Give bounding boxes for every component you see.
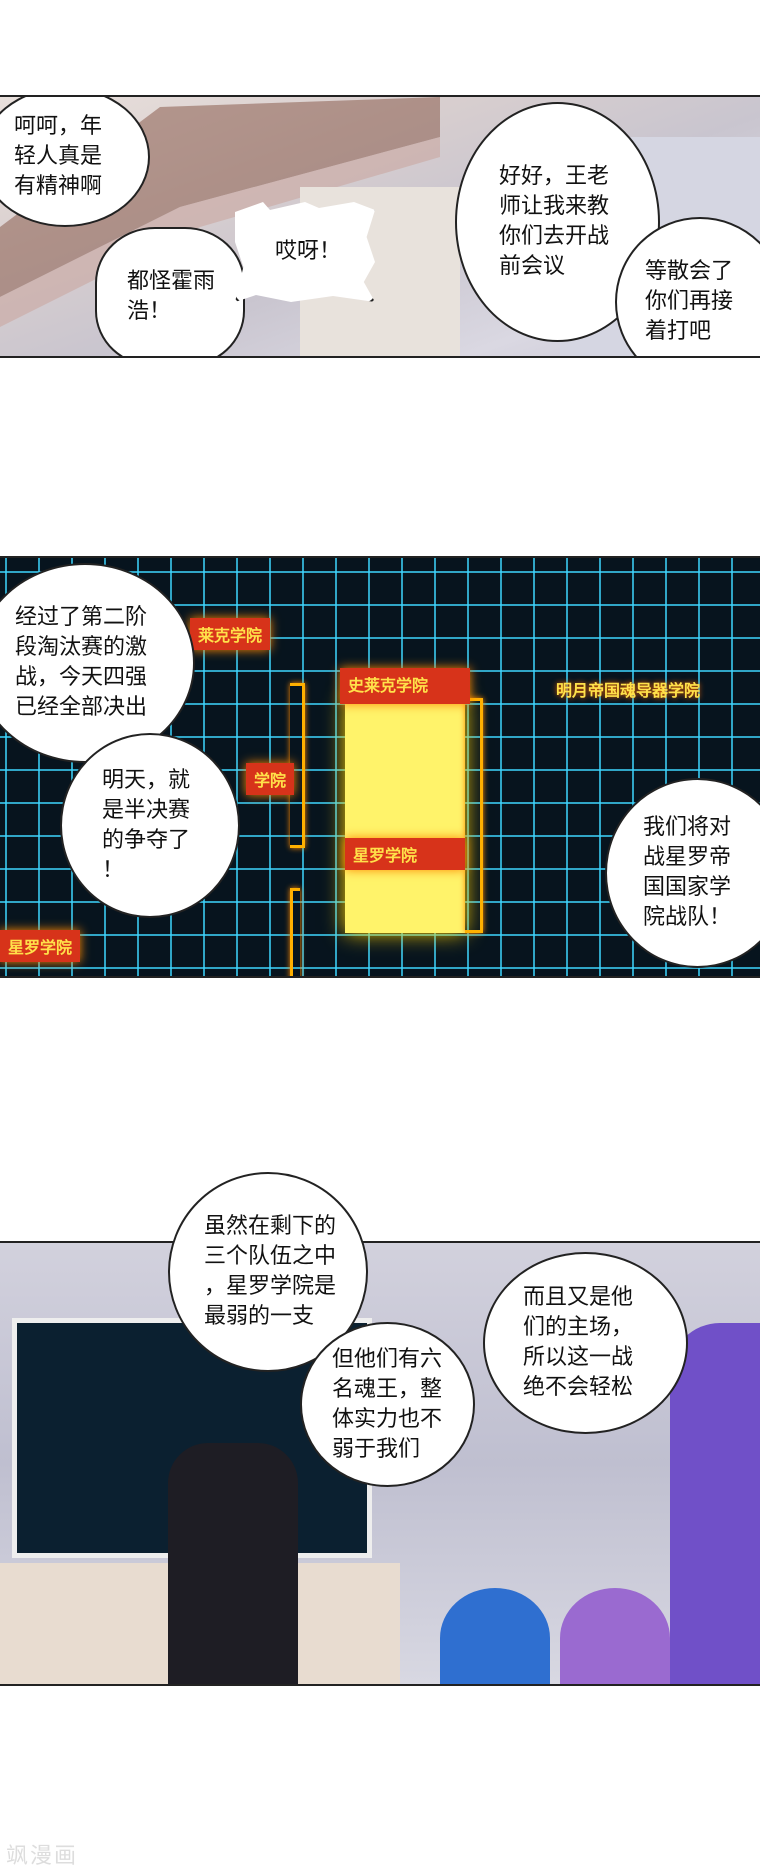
speech-bubble: 而且又是他 们的主场， 所以这一战 绝不会轻松 — [483, 1252, 688, 1434]
bubble-line: 们的主场， — [523, 1315, 634, 1340]
bubble-line: 虽然在剩下的 — [204, 1214, 337, 1239]
bubble-line: 体实力也不 — [332, 1406, 443, 1432]
bracket-line — [465, 698, 483, 933]
speech-bubble: 呵呵，年 轻人真是 有精神啊 — [0, 97, 150, 227]
bubble-line: 是半决赛 — [102, 797, 191, 823]
bubble-line: 明天，就 — [102, 767, 191, 793]
purple-hair-student — [560, 1588, 670, 1684]
bubble-line: 轻人真是 — [14, 144, 103, 169]
bubble-line: 所以这一战 — [523, 1345, 634, 1370]
speech-bubble: 等散会了 你们再接 着打吧 — [615, 217, 760, 356]
bubble-line: 好好，王老 — [499, 164, 610, 189]
yellow-column — [345, 698, 465, 933]
board-label: 史莱克学院 — [340, 668, 470, 704]
shout-bubble: 哎呀！ — [235, 202, 375, 302]
blue-hair-student — [440, 1588, 550, 1684]
speech-bubble: 明天，就 是半决赛 的争夺了 ！ — [60, 733, 240, 918]
bubble-line: ，星罗学院是 — [204, 1274, 337, 1299]
teacher-figure — [168, 1443, 298, 1684]
board-label: 学院 — [246, 763, 295, 795]
speech-bubble: 经过了第二阶 段淘汰赛的激 战，今天四强 已经全部决出 — [0, 563, 195, 763]
bubble-line: 段淘汰赛的激 — [15, 635, 148, 660]
bubble-line: ！ — [102, 857, 125, 883]
bubble-line: 前会议 — [499, 254, 566, 279]
tall-student — [670, 1323, 760, 1684]
bubble-line: 院战队！ — [643, 905, 732, 930]
bubble-line: 经过了第二阶 — [15, 605, 148, 630]
speech-bubble: 好好，王老 师让我来教 你们去开战 前会议 — [455, 102, 660, 342]
bubble-line: 绝不会轻松 — [523, 1375, 634, 1400]
bracket-line — [290, 683, 305, 848]
bubble-line: 我们将对 — [643, 815, 732, 840]
bubble-line: 国国家学 — [643, 875, 732, 900]
board-label: 星罗学院 — [345, 838, 465, 870]
bubble-line: 但他们有六 — [332, 1346, 443, 1372]
bubble-line: 的争夺了 — [102, 827, 191, 853]
bubble-line: 战，今天四强 — [15, 665, 148, 690]
bubble-line: 师让我来教 — [499, 194, 610, 219]
bubble-line: 都怪霍雨 — [127, 269, 216, 294]
bubble-line: 有精神啊 — [14, 174, 103, 199]
bubble-line: 战星罗帝 — [643, 845, 732, 870]
bubble-line: 弱于我们 — [332, 1436, 421, 1462]
bubble-line: 三个队伍之中 — [204, 1244, 337, 1269]
bubble-line: 浩！ — [127, 299, 172, 324]
speech-bubble: 都怪霍雨 浩！ — [95, 227, 245, 356]
speech-bubble: 但他们有六 名魂王，整 体实力也不 弱于我们 — [300, 1322, 475, 1487]
bracket-line — [290, 888, 300, 976]
panel-1-hall: 呵呵，年 轻人真是 有精神啊 都怪霍雨 浩！ 哎呀！ 好好，王老 师让我来教 你… — [0, 95, 760, 358]
panel-2-tournament-board: 莱克学院 史莱克学院 明月帝国魂导器学院 学院 星罗学院 星罗学院 经过了第二阶… — [0, 556, 760, 978]
bubble-line: 呵呵，年 — [14, 114, 103, 139]
bubble-line: 你们再接 — [645, 289, 734, 314]
board-label: 星罗学院 — [0, 930, 81, 962]
bubble-line: 名魂王，整 — [332, 1376, 443, 1402]
bubble-line: 最弱的一支 — [204, 1304, 315, 1329]
bubble-line: 而且又是他 — [523, 1285, 634, 1310]
bubble-line: 等散会了 — [645, 259, 734, 284]
bubble-line: 着打吧 — [645, 319, 712, 344]
watermark: 飒漫画 — [6, 1844, 79, 1869]
speech-bubble: 我们将对 战星罗帝 国国家学 院战队！ — [605, 778, 760, 968]
bubble-line: 已经全部决出 — [15, 695, 148, 720]
bubble-line: 哎呀！ — [275, 239, 342, 264]
board-label: 明月帝国魂导器学院 — [556, 681, 701, 700]
board-label: 莱克学院 — [190, 618, 271, 650]
bubble-line: 你们去开战 — [499, 224, 610, 249]
